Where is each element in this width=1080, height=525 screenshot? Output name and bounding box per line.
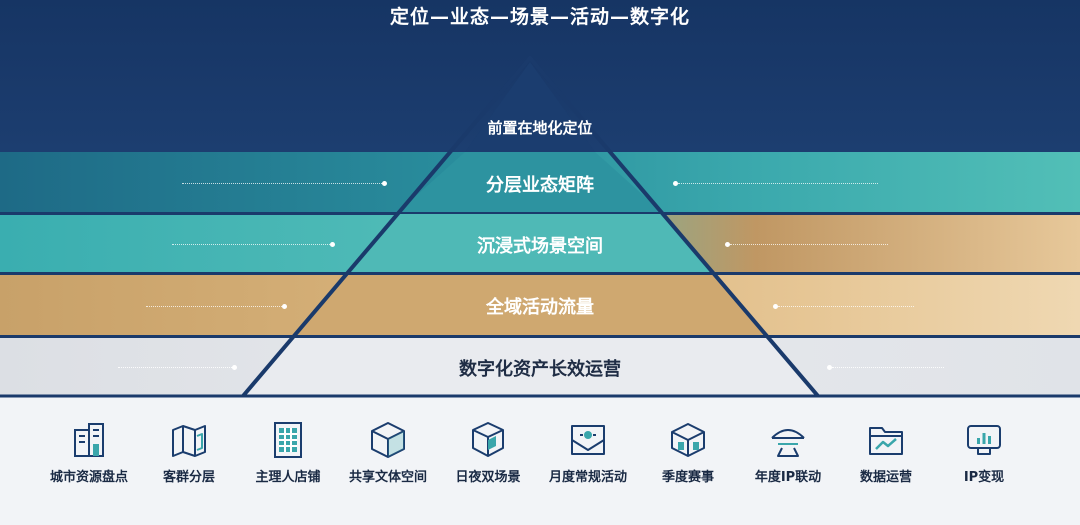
pyramid [0,56,1080,398]
band-divider [0,335,1080,338]
band-divider [0,272,1080,275]
level-2-label: 沉浸式场景空间 [477,236,603,257]
icon-item-shared-space: 共享文体空间 [338,420,438,485]
connector-dot [382,181,387,186]
connector-line [678,183,878,184]
icon-label: 数据运营 [859,470,912,485]
chart-folder-icon [869,427,903,455]
building-icon [74,423,104,457]
icon-label: 年度IP联动 [754,470,822,485]
connector-dot [827,365,832,370]
icon-label: 城市资源盘点 [49,470,128,485]
icon-item-day-night: 日夜双场景 [438,420,538,485]
icon-item-ip-monetize: IP变现 [934,420,1034,485]
connector-dot [725,242,730,247]
page-title: 定位—业态—场景—活动—数字化 [389,6,690,28]
icon-item-monthly-events: 月度常规活动 [538,420,638,485]
pyramid-level-2 [345,214,712,272]
connector-line [832,367,944,368]
icon-label: IP变现 [963,470,1005,485]
pyramid-top-label: 前置在地化定位 [487,119,593,137]
monitor-chart-icon [967,425,1001,455]
icon-item-customer-segments: 客群分层 [139,420,239,485]
cube-stack-icon [472,422,504,457]
icon-item-owner-stores: 主理人店铺 [238,420,338,485]
connector-dot [232,365,237,370]
icon-label: 季度赛事 [661,470,714,485]
connector-dot [773,304,778,309]
icon-item-annual-ip: 年度IP联动 [738,420,838,485]
pyramid-level-3 [297,275,765,335]
connector-dot [673,181,678,186]
pyramid-apex [465,62,595,152]
level-1-label: 分层业态矩阵 [486,175,594,196]
connector-line [730,244,888,245]
connector-line [146,306,284,307]
connector-line [172,244,332,245]
connector-line [778,306,914,307]
pyramid-level-4 [245,338,815,396]
pyramid-outline [241,56,820,398]
cube-icon [371,422,405,458]
connector-dot [330,242,335,247]
connector-dot [282,304,287,309]
box-icon [671,423,705,457]
icon-label: 共享文体空间 [348,470,427,485]
icon-panel [0,396,1080,525]
connector-line [182,183,384,184]
storefront-icon [274,422,302,458]
icon-item-quarterly-games: 季度赛事 [638,420,738,485]
connector-line [118,367,234,368]
level-4-label: 数字化资产长效运营 [459,359,621,380]
icon-item-data-ops: 数据运营 [836,420,936,485]
envelope-icon [571,425,605,455]
icon-item-city-resources: 城市资源盘点 [39,420,139,485]
icon-label: 月度常规活动 [548,470,627,485]
map-icon [172,425,206,457]
pavilion-icon [771,429,805,457]
pyramid-level-1 [398,152,662,212]
icon-label: 主理人店铺 [255,470,321,485]
icon-label: 客群分层 [162,470,215,485]
icon-label: 日夜双场景 [455,470,521,485]
band-divider [0,212,1080,215]
level-3-label: 全域活动流量 [486,297,594,318]
